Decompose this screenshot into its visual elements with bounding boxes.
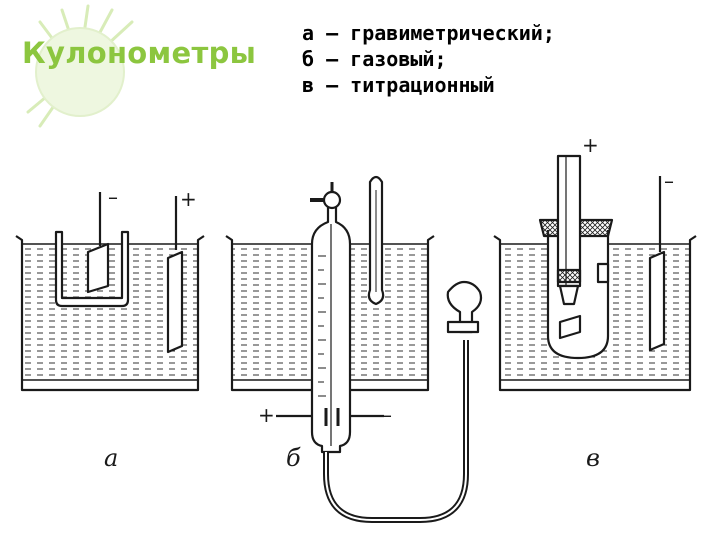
vessel-a (15, 235, 205, 392)
outer-electrode-c (648, 250, 666, 352)
leaf-decoration-icon (26, 4, 134, 128)
legend-item-a: а – гравиметрический; (302, 21, 555, 45)
label-b: б (286, 444, 301, 472)
plus-sign-a: + (180, 187, 197, 211)
anode-plate-a (166, 250, 184, 354)
plus-sign-b: + (258, 403, 275, 427)
cathode-plate-a (86, 242, 110, 294)
plus-sign-c: + (582, 133, 599, 157)
leveling-bulb-b (446, 280, 483, 334)
slide-title: Кулонометры (22, 36, 257, 70)
cathode-plate-c (558, 314, 582, 340)
vessel-c (493, 235, 697, 392)
gas-coulometer: + – б (225, 175, 483, 523)
label-a: а (104, 444, 118, 472)
minus-sign-c: – (664, 169, 674, 193)
legend: а – гравиметрический; б – газовый; в – т… (302, 20, 555, 98)
minus-sign-a: – (108, 185, 118, 209)
minus-sign-b: – (382, 403, 392, 427)
legend-item-c: в – титрационный (302, 73, 495, 97)
legend-item-b: б – газовый; (302, 47, 447, 71)
stopcock-b (322, 190, 342, 210)
gravimetric-coulometer: – + а (15, 185, 205, 472)
crucible-a (54, 230, 130, 308)
label-c: в (586, 444, 600, 472)
anode-tube-c (556, 154, 582, 288)
titration-coulometer: + – в (493, 133, 697, 472)
